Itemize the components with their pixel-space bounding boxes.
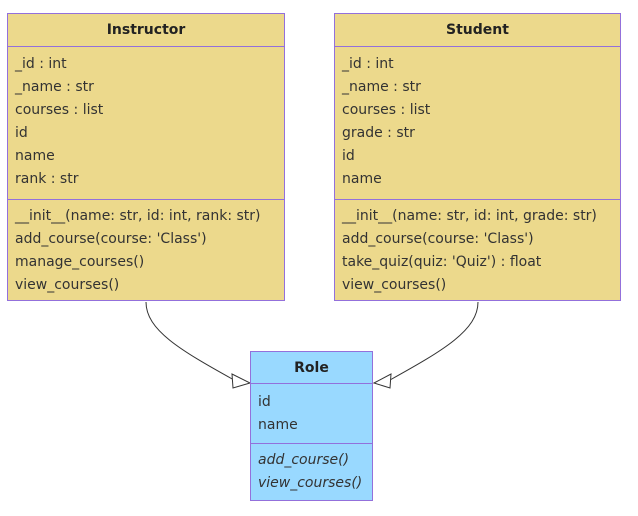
class-name: Instructor [8, 14, 284, 47]
class-name: Student [335, 14, 620, 47]
abstract-method: add_course() [258, 452, 350, 468]
abstract-method: view_courses() [258, 475, 363, 491]
attribute: grade : str [342, 125, 415, 141]
method: view_courses() [342, 277, 447, 293]
inheritance-arrowhead-right [372, 373, 392, 389]
student-to-role-edge [389, 301, 479, 381]
attribute: name [15, 148, 55, 164]
attribute: _id : int [15, 56, 67, 72]
method: view_courses() [15, 277, 120, 293]
attribute: _name : str [342, 79, 421, 95]
method: __init__(name: str, id: int, rank: str) [15, 208, 261, 224]
method: add_course(course: 'Class') [342, 231, 534, 247]
attribute: courses : list [342, 102, 431, 118]
instructor-class[interactable]: Instructor _id : int _name : str courses… [7, 13, 285, 301]
class-name: Role [251, 352, 372, 384]
attribute: courses : list [15, 102, 104, 118]
inheritance-arrowhead-left [231, 373, 252, 389]
attribute: _id : int [342, 56, 394, 72]
attributes-section: id name [251, 384, 372, 444]
method: add_course(course: 'Class') [15, 231, 207, 247]
role-class[interactable]: Role id name add_course() view_courses() [250, 351, 373, 501]
methods-section: __init__(name: str, id: int, grade: str)… [335, 200, 620, 297]
method: take_quiz(quiz: 'Quiz') : float [342, 254, 542, 270]
attribute: id [258, 394, 271, 410]
attribute: rank : str [15, 171, 79, 187]
method: manage_courses() [15, 254, 145, 270]
method: __init__(name: str, id: int, grade: str) [342, 208, 597, 224]
attribute: id [342, 148, 355, 164]
methods-section: add_course() view_courses() [251, 444, 372, 495]
attributes-section: _id : int _name : str courses : list gra… [335, 47, 620, 200]
methods-section: __init__(name: str, id: int, rank: str) … [8, 200, 284, 297]
attribute: _name : str [15, 79, 94, 95]
attribute: id [15, 125, 28, 141]
instructor-to-role-edge [145, 301, 235, 381]
attribute: name [258, 417, 298, 433]
attribute: name [342, 171, 382, 187]
attributes-section: _id : int _name : str courses : list id … [8, 47, 284, 200]
student-class[interactable]: Student _id : int _name : str courses : … [334, 13, 621, 301]
